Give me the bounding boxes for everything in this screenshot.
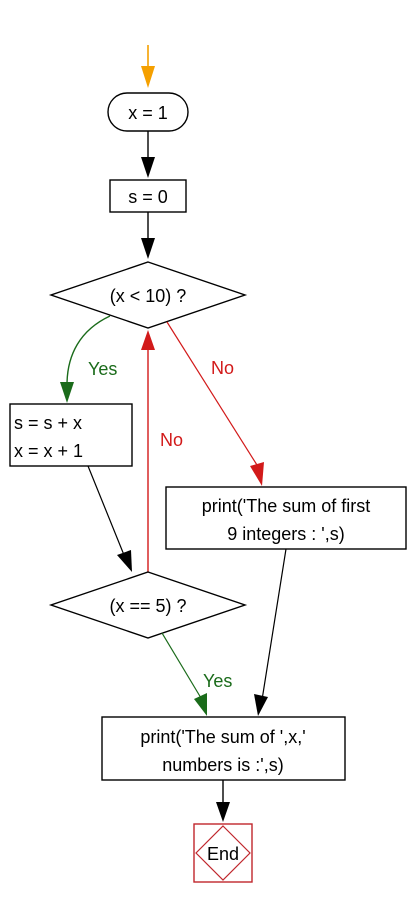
edge-loop-yes: Yes	[60, 315, 117, 403]
check-condition-node: (x == 5) ?	[48, 571, 248, 639]
check-condition-label: (x == 5) ?	[109, 596, 186, 616]
loop-condition-label: (x < 10) ?	[110, 286, 187, 306]
check-yes-label: Yes	[203, 671, 232, 691]
edge-body-to-check	[87, 465, 132, 572]
loop-no-label: No	[211, 358, 234, 378]
edge-loop-no: No	[166, 321, 264, 486]
check-no-label: No	[160, 430, 183, 450]
edge-start-to-init	[141, 131, 155, 178]
loop-body-node: s = s + x x = x + 1	[9, 403, 133, 467]
edge-print-first-to-print-n	[254, 548, 287, 716]
start-node-label: x = 1	[128, 103, 168, 123]
edge-check-yes: Yes	[161, 632, 232, 716]
loop-body-line2: x = x + 1	[14, 441, 83, 461]
print-n-node: print('The sum of ',x,' numbers is :',s)	[101, 716, 346, 781]
print-n-line2: numbers is :',s)	[162, 755, 283, 775]
entry-arrow	[141, 45, 155, 88]
loop-condition-node: (x < 10) ?	[48, 261, 248, 329]
edge-init-to-loop-condition	[141, 212, 155, 259]
init-sum-label: s = 0	[128, 187, 168, 207]
print-first-node: print('The sum of first 9 integers : ',s…	[165, 486, 407, 550]
edge-check-no: No	[141, 330, 183, 572]
start-node: x = 1	[107, 92, 189, 132]
loop-yes-label: Yes	[88, 359, 117, 379]
print-first-line2: 9 integers : ',s)	[227, 524, 344, 544]
print-first-line1: print('The sum of first	[202, 496, 370, 516]
end-node: End	[193, 823, 253, 883]
init-sum-node: s = 0	[109, 179, 187, 213]
end-node-label: End	[207, 844, 239, 864]
loop-body-line1: s = s + x	[14, 413, 82, 433]
edge-print-n-to-end	[216, 780, 230, 822]
print-n-line1: print('The sum of ',x,'	[140, 727, 305, 747]
